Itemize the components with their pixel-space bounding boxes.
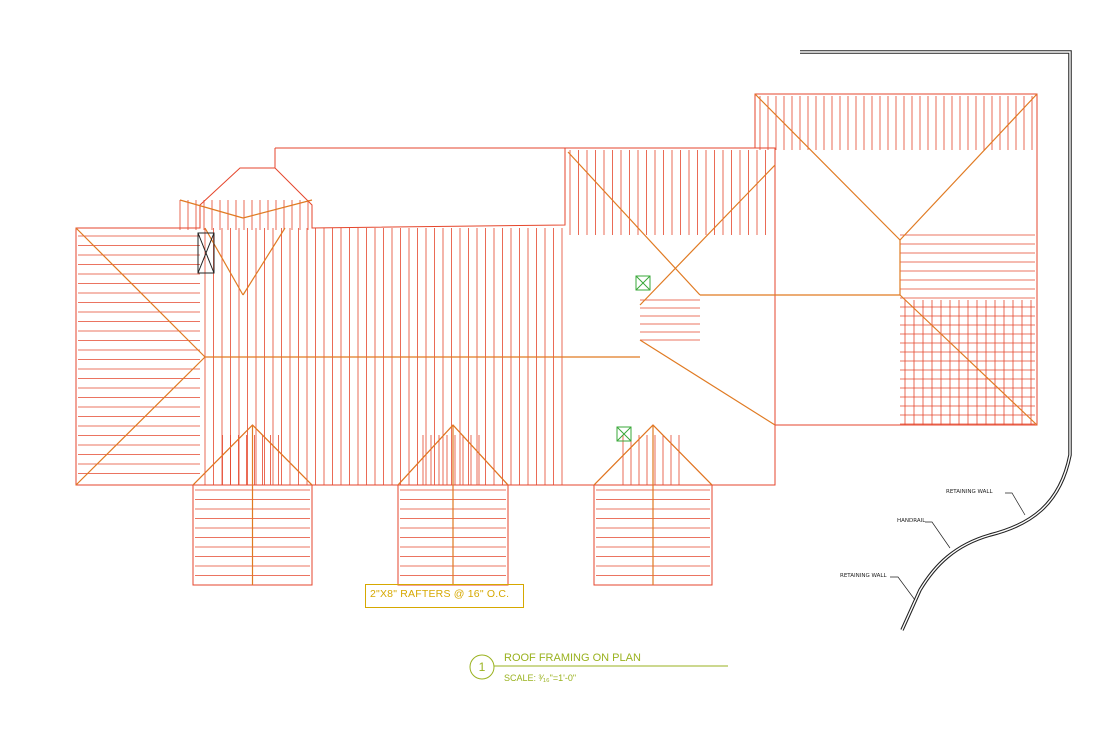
hip-line: [192, 424, 253, 486]
chimney-symbol: [197, 232, 215, 274]
rafter-note: 2"X8" RAFTERS @ 16" O.C.: [370, 588, 510, 600]
roof-outlines: [75, 93, 1038, 586]
hip-line: [252, 424, 313, 486]
title-block: [469, 654, 728, 680]
valley-line: [204, 227, 244, 296]
drawing-scale: SCALE: ³⁄₁₆"=1'-0": [504, 673, 577, 683]
hip-line: [397, 424, 454, 486]
hip-line: [593, 424, 654, 486]
skylight-symbol: [616, 426, 632, 442]
rafter-lines: [78, 96, 1035, 576]
hip-line: [899, 93, 1038, 241]
hip-line: [75, 227, 206, 358]
detail-number: 1: [478, 660, 486, 674]
skylight-symbol: [635, 275, 651, 291]
valley-line: [639, 164, 776, 306]
hip-line: [899, 294, 1038, 426]
retaining-wall: [800, 50, 1072, 631]
hip-line: [75, 356, 206, 486]
hip-line: [242, 199, 313, 219]
valley-line: [242, 227, 286, 296]
hips-and-ridges: [75, 93, 1038, 585]
main-roof-outline: [75, 147, 776, 486]
hip-line: [652, 424, 713, 486]
hip-line: [179, 199, 244, 219]
handrail-label: HANDRAIL: [897, 518, 926, 524]
hip-line: [754, 93, 901, 241]
hip-line: [452, 424, 509, 486]
leader-lines: [890, 492, 1026, 601]
retaining-wall-label: RETAINING WALL: [946, 489, 993, 495]
retaining-wall-label: RETAINING WALL: [840, 573, 887, 579]
hip-line: [567, 151, 701, 296]
drawing-title: ROOF FRAMING ON PLAN: [504, 652, 641, 664]
rafter-note-box: [365, 584, 524, 608]
hip-line: [639, 339, 776, 426]
